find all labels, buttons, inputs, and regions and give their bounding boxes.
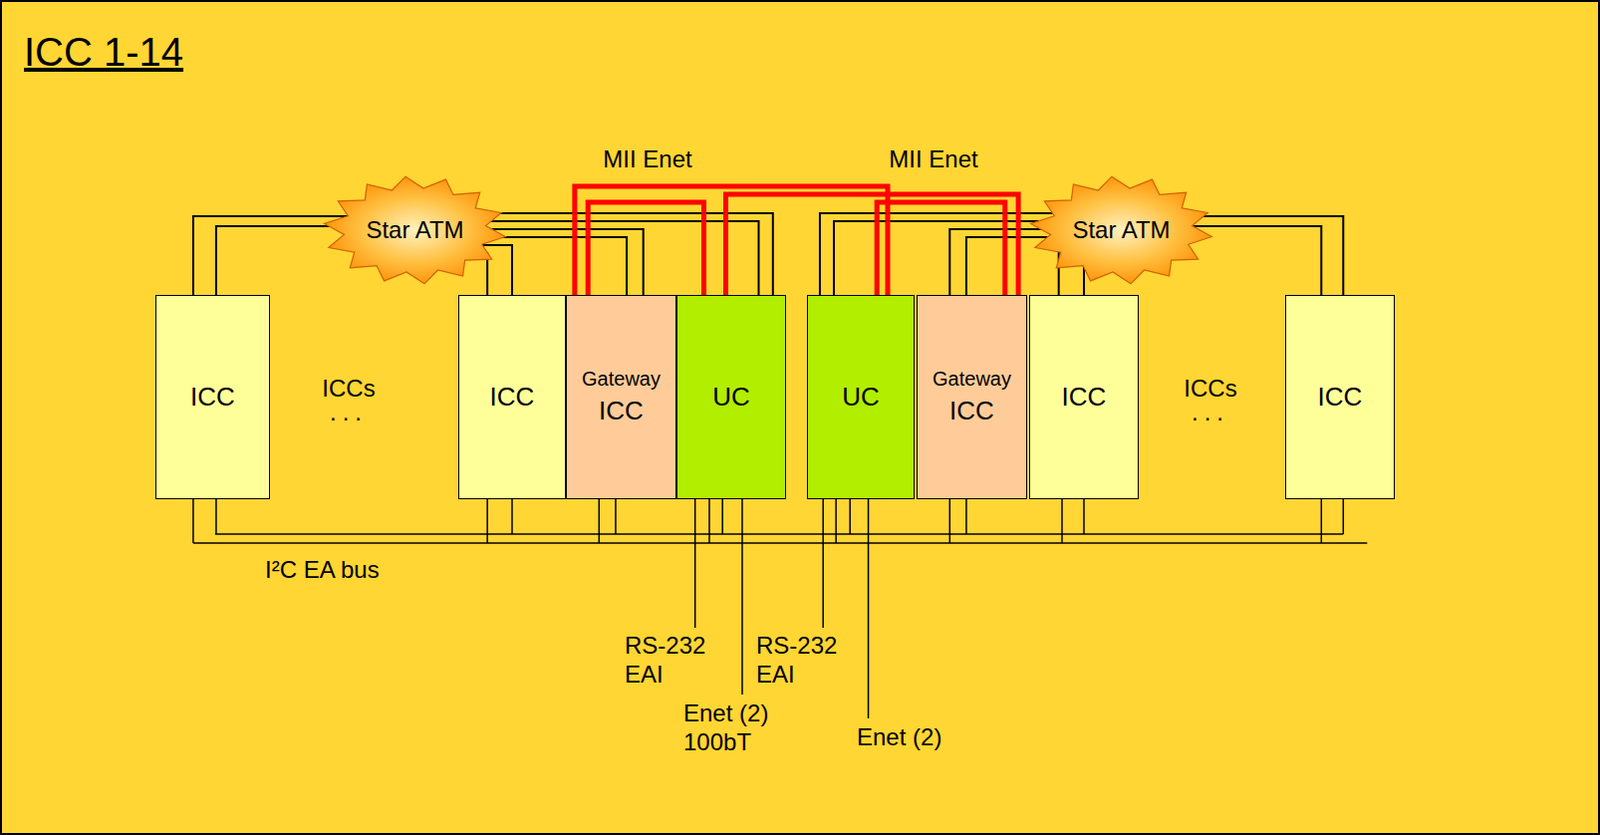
atm-star-burst: Star ATM — [1029, 175, 1214, 285]
card-name: ICC — [598, 396, 644, 427]
bus-drop — [1082, 499, 1085, 534]
atm-link — [482, 229, 644, 295]
atm-link — [482, 213, 774, 295]
bus-drop — [721, 499, 724, 534]
port-wire — [867, 499, 870, 719]
port-name: Enet (2) — [856, 723, 942, 753]
card-name: ICC — [949, 396, 995, 427]
bus-drop — [192, 499, 195, 543]
port-wire — [694, 499, 697, 628]
port-wire — [821, 499, 824, 628]
atm-link — [193, 216, 348, 295]
bus-drop — [949, 499, 952, 543]
bus-drop — [486, 499, 489, 543]
bus-drop — [215, 499, 218, 534]
bus-drop — [848, 499, 851, 534]
port-name: Enet (2) 100bT — [683, 699, 784, 758]
card-role: Gateway — [932, 367, 1012, 391]
card-box: UC — [806, 294, 915, 500]
bus-drop — [1061, 499, 1064, 543]
bus-drop — [708, 499, 711, 543]
network-name: Star ATM — [1071, 216, 1170, 245]
card-name: ICC — [1318, 382, 1363, 413]
mii-link — [876, 202, 1006, 295]
ellipsis-mark: ... — [1191, 398, 1230, 428]
bus-drop — [511, 499, 514, 534]
bus-drop — [1321, 499, 1324, 543]
card-box: GatewayICC — [565, 294, 677, 500]
card-box: ICC — [155, 294, 270, 500]
card-box: GatewayICC — [916, 294, 1028, 500]
card-name: ICC — [190, 382, 236, 413]
card-name: UC — [841, 382, 880, 413]
card-name: UC — [712, 382, 751, 413]
signal-name: MII Enet — [602, 145, 692, 175]
port-wire — [741, 499, 744, 695]
card-role: Gateway — [581, 367, 661, 391]
bus-drop — [598, 499, 601, 543]
card-name: ICC — [490, 382, 535, 413]
i2c-bus-line — [193, 541, 1367, 544]
signal-name: MII Enet — [888, 145, 978, 175]
atm-link — [1188, 216, 1343, 295]
atm-star-burst: Star ATM — [322, 175, 508, 285]
network-name: Star ATM — [365, 216, 464, 245]
mii-link — [574, 186, 888, 295]
bus-drop — [614, 499, 617, 534]
ellipsis-mark: ... — [329, 398, 368, 428]
bus-drop — [965, 499, 968, 534]
card-box: ICC — [1029, 294, 1139, 500]
mii-link — [726, 194, 1020, 295]
i2c-bus-line — [215, 533, 1343, 535]
page-title: ICC 1-14 — [23, 27, 184, 76]
card-name: ICC — [1062, 382, 1107, 413]
mii-link — [587, 202, 704, 295]
card-box: ICC — [1285, 294, 1395, 500]
bus-drop — [1342, 499, 1345, 534]
port-name: RS-232 EAI — [756, 631, 846, 690]
bus-name: I²C EA bus — [265, 555, 380, 585]
card-box: UC — [676, 294, 787, 500]
card-box: ICC — [458, 294, 566, 500]
atm-link — [949, 229, 1055, 295]
port-name: RS-232 EAI — [624, 631, 715, 690]
bus-drop — [834, 499, 837, 543]
